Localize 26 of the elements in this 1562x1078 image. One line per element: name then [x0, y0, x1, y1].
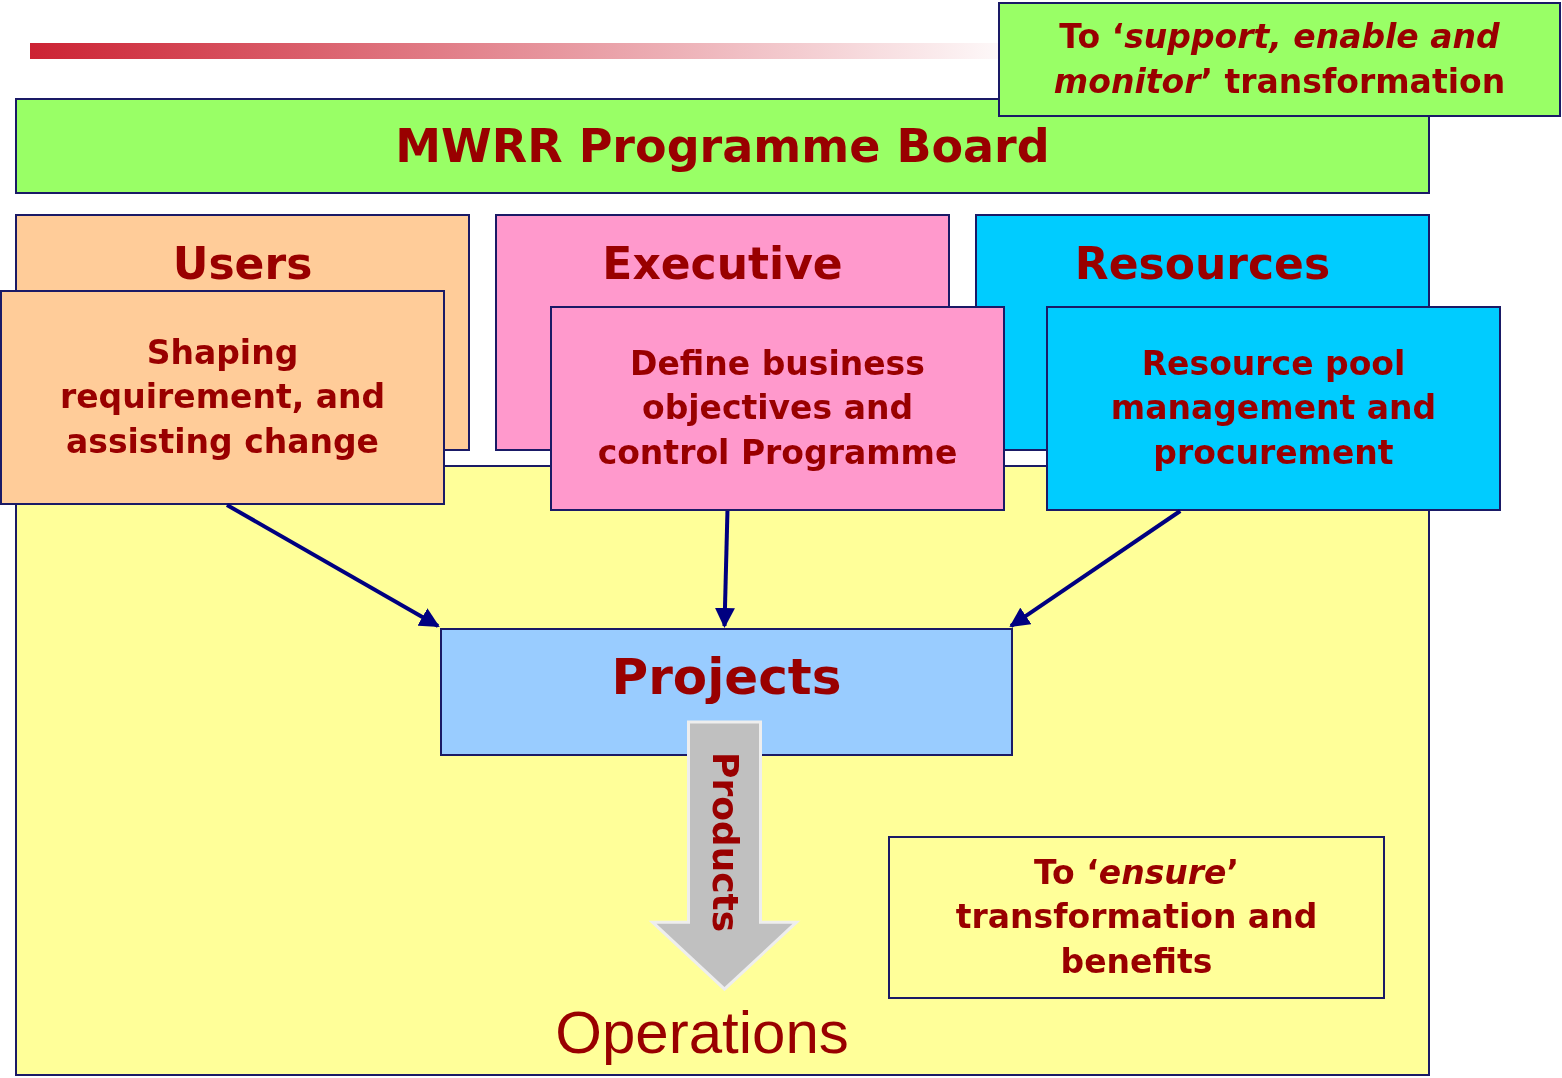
- box-label: Define business objectives and control Programme: [596, 342, 959, 474]
- box-label: Resource pool management and procurement: [1109, 342, 1438, 474]
- edge-label: Products: [706, 752, 743, 933]
- group-box: [15, 214, 470, 292]
- box-label: Shaping requirement, and assisting change: [58, 331, 387, 463]
- operations-label: Operations: [555, 1000, 849, 1066]
- box-label: Executive: [602, 237, 843, 291]
- arrow: [225, 503, 440, 628]
- box-label: MWRR Programme Board: [395, 117, 1050, 175]
- board-box: [15, 98, 1430, 194]
- group-box: [975, 214, 1430, 308]
- note-text: To ‘support, enable and monitor’ transformation: [1052, 15, 1507, 103]
- box-label: Users: [172, 237, 313, 291]
- arrow: [714, 510, 735, 628]
- note-text: To ‘ensure’ transformation and benefits: [954, 851, 1319, 983]
- role-box: [550, 306, 1005, 511]
- projects-box: [440, 628, 1013, 756]
- block-arrow: [648, 720, 801, 992]
- note-box: [998, 2, 1561, 117]
- role-box: [0, 290, 445, 505]
- box-label: Projects: [611, 647, 842, 708]
- arrow: [1009, 509, 1182, 628]
- group-box: [495, 214, 950, 308]
- note-box: [888, 836, 1385, 999]
- box-label: Resources: [1074, 237, 1331, 291]
- role-box: [1046, 306, 1501, 511]
